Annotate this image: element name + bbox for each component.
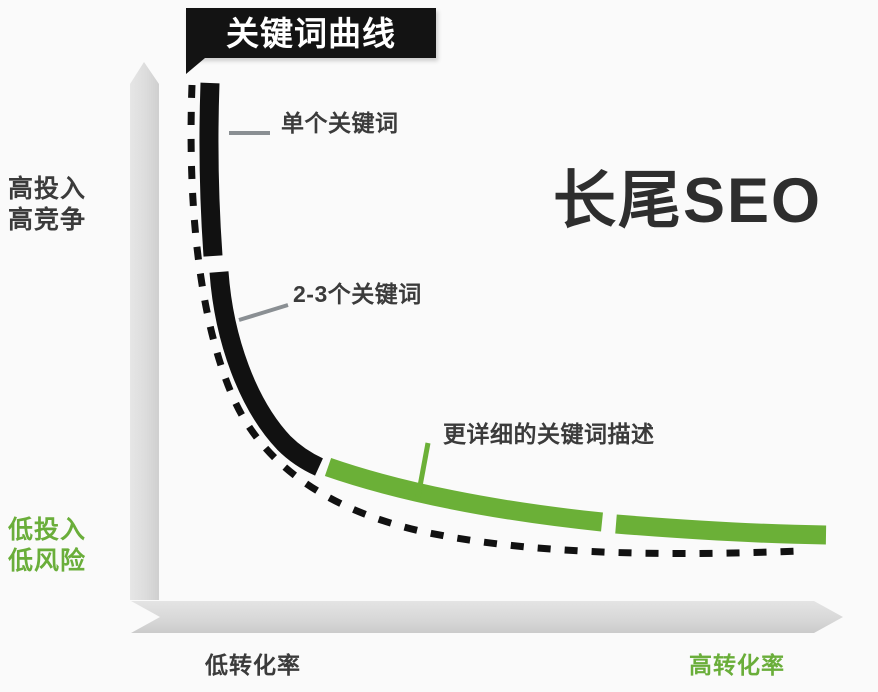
x-axis-arrow — [131, 601, 843, 633]
curve-segment-two-three-keywords — [209, 271, 324, 476]
annotation-single-keyword: 单个关键词 — [281, 110, 399, 136]
annotation-two-three-keywords: 2-3个关键词 — [293, 281, 422, 307]
x-axis-right-label: 高转化率 — [689, 652, 785, 678]
title-banner-pointer — [186, 58, 224, 74]
x-axis-left-label: 低转化率 — [205, 652, 301, 678]
headline-long-tail-seo: 长尾SEO — [553, 166, 823, 236]
y-axis-arrow — [130, 62, 159, 600]
leader-line-detailed-description — [415, 442, 431, 498]
curve-segment-longtail-b — [615, 514, 827, 545]
curve-segment-longtail-a — [324, 458, 603, 532]
title-banner-label: 关键词曲线 — [226, 14, 396, 52]
dashed-longtail-curve — [187, 84, 801, 557]
title-banner: 关键词曲线 — [186, 8, 436, 58]
y-axis-top-label: 高投入 高竞争 — [8, 175, 87, 234]
y-axis-bottom-label: 低投入 低风险 — [8, 516, 87, 575]
leader-line-two-three-keywords — [238, 303, 289, 322]
curve-segment-single-keyword — [199, 82, 223, 257]
annotation-detailed-description: 更详细的关键词描述 — [443, 421, 655, 447]
